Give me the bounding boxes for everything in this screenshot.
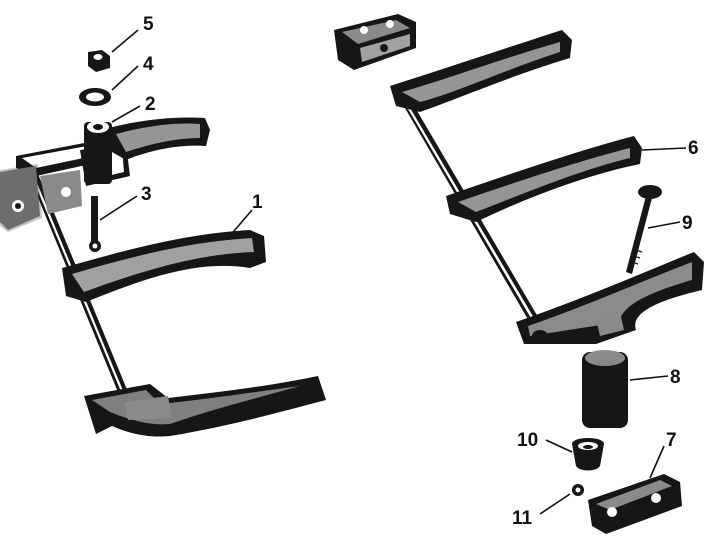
left-nut [88, 50, 110, 72]
right-assembly [334, 14, 704, 534]
callouts: 5 4 2 3 1 6 9 8 [99, 14, 699, 529]
callout-10: 10 [517, 430, 573, 453]
right-small-nut [572, 484, 584, 496]
right-bolt [626, 185, 662, 274]
callout-label: 11 [512, 508, 533, 529]
left-assembly [0, 50, 326, 437]
callout-11: 11 [512, 493, 571, 529]
callout-label: 5 [143, 14, 154, 35]
callout-label: 1 [252, 192, 263, 213]
callout-1: 1 [227, 192, 263, 239]
callout-6: 6 [641, 138, 699, 159]
callout-3: 3 [99, 184, 152, 221]
callout-5: 5 [111, 14, 154, 53]
left-finger-top [108, 117, 210, 160]
callout-label: 3 [141, 184, 152, 205]
callout-label: 2 [145, 94, 156, 115]
left-bolt [89, 196, 101, 252]
right-cup [572, 438, 604, 471]
right-finger-bottom [516, 252, 704, 344]
right-spring [582, 350, 628, 428]
right-finger-middle [446, 136, 642, 222]
callout-4: 4 [111, 54, 154, 91]
callout-8: 8 [629, 367, 681, 388]
left-spring [84, 121, 112, 184]
left-washer [79, 88, 111, 106]
callout-label: 8 [670, 367, 681, 388]
callout-label: 7 [666, 430, 677, 451]
left-finger-bottom [84, 376, 326, 437]
right-finger-top [390, 30, 572, 112]
right-bracket [588, 474, 682, 534]
callout-7: 7 [649, 430, 677, 479]
left-finger-middle [62, 230, 266, 302]
callout-label: 4 [143, 54, 154, 75]
callout-label: 9 [682, 213, 693, 234]
callout-label: 6 [688, 138, 699, 159]
callout-9: 9 [647, 213, 693, 234]
right-end-block [334, 14, 416, 70]
callout-2: 2 [111, 94, 156, 123]
callout-label: 10 [517, 430, 538, 451]
